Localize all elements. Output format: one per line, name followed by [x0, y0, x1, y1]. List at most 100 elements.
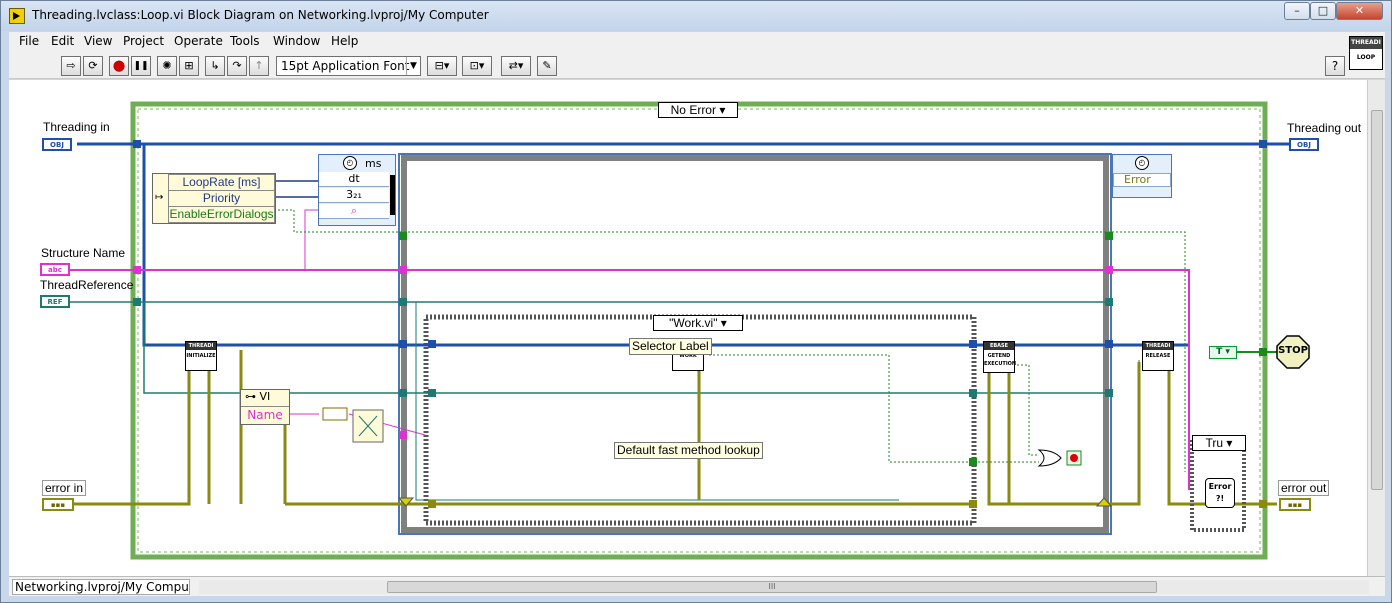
tunnel [1105, 389, 1113, 397]
cast-node-icon [358, 415, 378, 437]
menu-file[interactable]: File [19, 34, 40, 48]
timed-loop-dt[interactable]: dt [319, 172, 389, 187]
reorder-icon[interactable]: ⇄▾ [501, 56, 531, 76]
menu-view[interactable]: View [84, 34, 113, 48]
error-wire-right [697, 362, 1277, 506]
loop-stop-dot [1070, 454, 1078, 462]
close-button[interactable]: ✕ [1336, 2, 1383, 20]
menu-window[interactable]: Window [273, 34, 321, 48]
vi-icon-bottom: LOOP [1356, 54, 1376, 61]
horizontal-scroll-thumb[interactable]: III [387, 581, 1157, 593]
tunnel [399, 232, 407, 240]
string-wire [69, 269, 1190, 490]
tunnel [1259, 140, 1267, 148]
clock-icon: ◴ [1135, 156, 1149, 170]
ref-wire [69, 301, 1109, 394]
clock-icon: ◴ [343, 156, 357, 170]
stop-terminal[interactable]: STOP [1277, 336, 1309, 368]
unbundle-by-name-node[interactable]: ↦ LoopRate [ms] Priority EnableErrorDial… [152, 173, 276, 224]
default-method-lookup-tip: Default fast method lookup [614, 442, 763, 459]
menu-help[interactable]: Help [331, 34, 359, 48]
step-over-icon[interactable]: ↷ [227, 56, 247, 76]
error-wire-left [73, 350, 969, 506]
structure-name-terminal[interactable]: abc [40, 263, 70, 276]
vi-icon: THREADI LOOP [1349, 36, 1383, 70]
retain-wire-values-icon[interactable]: ⊞ [179, 56, 199, 76]
error-case-selector[interactable]: Tru ▾ [1192, 435, 1246, 451]
menu-operate[interactable]: Operate [174, 34, 223, 48]
timed-loop-error[interactable]: Error [1113, 173, 1171, 187]
vi-property-node-class: VI [259, 390, 271, 403]
timed-loop-output-node[interactable]: ◴ Error [1112, 154, 1172, 198]
status-bar: Networking.lvproj/My Computer III [9, 576, 1385, 596]
initialize-subvi[interactable]: THREADI INITIALIZE [185, 341, 217, 371]
threading-in-terminal[interactable]: OBJ [42, 138, 72, 151]
highlight-execution-icon[interactable]: ✺ [157, 56, 177, 76]
unbundle-enable-error-dialogs[interactable]: EnableErrorDialogs [168, 206, 275, 223]
minimize-button[interactable]: – [1284, 2, 1310, 20]
title-bar[interactable]: Threading.lvclass:Loop.vi Block Diagram … [1, 1, 1391, 31]
inner-case-selector-label: "Work.vi" [669, 316, 718, 330]
maximize-button[interactable]: □ [1310, 2, 1336, 20]
get-end-execution-subvi[interactable]: EBASE GETEND EXECUTION [983, 341, 1016, 373]
inner-case-selector[interactable]: "Work.vi" ▾ [653, 315, 743, 331]
threading-out-label: Threading out [1287, 121, 1362, 135]
unbundle-looprate[interactable]: LoopRate [ms] [168, 174, 275, 191]
error-out-terminal[interactable]: ▪▪▪ [1279, 498, 1311, 511]
menu-bar: File Edit View Project Operate Tools Win… [9, 32, 1385, 52]
align-objects-icon[interactable]: ⊟▾ [427, 56, 457, 76]
menu-edit[interactable]: Edit [51, 34, 75, 48]
project-path[interactable]: Networking.lvproj/My Computer [12, 579, 190, 595]
tunnel [969, 500, 977, 508]
step-into-icon[interactable]: ↳ [205, 56, 225, 76]
ref-wire-branch [415, 302, 1140, 501]
tunnel [428, 389, 436, 397]
outer-case-selector[interactable]: No Error ▾ [658, 102, 738, 118]
timed-loop-name[interactable]: ⌕ [319, 204, 389, 219]
run-arrow-icon[interactable]: ⇨ [61, 56, 81, 76]
thread-reference-terminal[interactable]: REF [40, 295, 70, 308]
menu-project[interactable]: Project [123, 34, 165, 48]
tunnel [428, 500, 436, 508]
timed-loop-bar [390, 175, 395, 215]
vi-property-name[interactable]: Name [247, 408, 283, 422]
tunnel [1105, 232, 1113, 240]
unbundle-priority[interactable]: Priority [168, 190, 275, 207]
vertical-scroll-thumb[interactable] [1371, 110, 1383, 490]
timed-loop-priority[interactable]: 3₂₁ [319, 188, 389, 203]
tunnel [133, 298, 141, 306]
menu-tools[interactable]: Tools [230, 34, 260, 48]
error-case-selector-label: Tru [1205, 436, 1224, 450]
error-in-label: error in [42, 480, 87, 496]
step-out-icon[interactable]: ↑ [249, 56, 269, 76]
abort-icon[interactable]: ⬤ [109, 56, 129, 76]
shift-register-right [1095, 497, 1113, 507]
font-select[interactable]: 15pt Application Font ▼ [276, 56, 421, 76]
release-subvi[interactable]: THREADI RELEASE [1142, 341, 1174, 371]
vi-icon-top: THREADI [1350, 37, 1382, 49]
release-subvi-head: THREADI [1143, 342, 1173, 350]
pause-icon[interactable]: ❚❚ [131, 56, 151, 76]
true-constant[interactable]: T ▾ [1209, 346, 1237, 359]
block-diagram[interactable]: No Error ▾ "Work.vi" ▾ Tru ▾ Threading i… [9, 80, 1367, 576]
run-continuously-icon[interactable]: ⟳ [83, 56, 103, 76]
vi-property-node[interactable]: ⊶ VI Name [240, 389, 290, 425]
distribute-objects-icon[interactable]: ⊡▾ [462, 56, 492, 76]
cleanup-diagram-icon[interactable]: ✎ [537, 56, 557, 76]
shift-register-left [397, 497, 415, 507]
timed-loop-input-node[interactable]: ◴ ms dt 3₂₁ ⌕ [318, 154, 396, 226]
tunnel [1259, 348, 1267, 356]
simple-error-handler-node[interactable]: Error ?! [1205, 478, 1235, 508]
font-select-value: 15pt Application Font [281, 59, 410, 73]
context-help-button[interactable]: ? [1325, 56, 1345, 76]
threading-out-terminal[interactable]: OBJ [1289, 138, 1319, 151]
error-in-terminal[interactable]: ▪▪▪ [42, 498, 74, 511]
horizontal-scrollbar[interactable]: III [199, 580, 1369, 594]
stop-label: STOP [1278, 345, 1308, 356]
tunnel [1259, 500, 1267, 508]
bool-wire-inner [709, 354, 1039, 463]
vi-property-node-header: ⊶ VI [241, 390, 289, 407]
tunnel [399, 431, 407, 439]
vertical-scrollbar[interactable] [1367, 80, 1385, 576]
